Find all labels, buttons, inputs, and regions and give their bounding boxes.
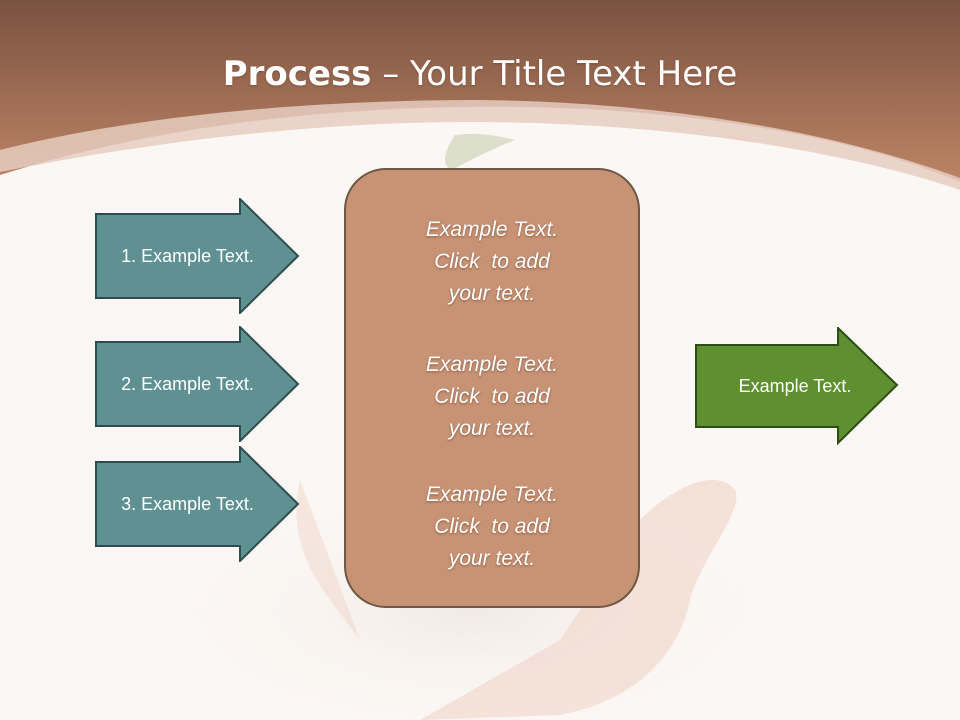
process-line: your text. xyxy=(448,547,536,570)
input-arrow-2[interactable]: 2. Example Text. xyxy=(95,326,300,442)
process-paragraph-3: Example Text. Click to add your text. xyxy=(346,479,638,575)
process-paragraph-1: Example Text. Click to add your text. xyxy=(346,214,638,310)
header-swoosh xyxy=(0,100,960,190)
process-line: Example Text. xyxy=(425,218,559,241)
slide-title: Process – Your Title Text Here xyxy=(0,52,960,96)
process-line: Click to add xyxy=(434,385,550,408)
input-arrow-label-3: 3. Example Text. xyxy=(121,493,254,514)
process-paragraph-2: Example Text. Click to add your text. xyxy=(346,349,638,445)
process-line: Click to add xyxy=(434,515,550,538)
arrow-right-shape-1 xyxy=(95,198,300,314)
input-arrow-label-2: 2. Example Text. xyxy=(121,373,254,394)
arrow-right-shape-2 xyxy=(95,326,300,442)
process-line: Example Text. xyxy=(425,353,559,376)
input-arrow-3[interactable]: 3. Example Text. xyxy=(95,446,300,562)
input-arrow-label-1: 1. Example Text. xyxy=(121,245,254,266)
process-box[interactable]: Example Text. Click to add your text. Exam… xyxy=(344,168,640,608)
title-rest: – Your Title Text Here xyxy=(371,54,738,94)
input-arrow-1[interactable]: 1. Example Text. xyxy=(95,198,300,314)
header-band xyxy=(0,0,960,182)
output-arrow[interactable]: Example Text. xyxy=(695,327,900,445)
arrow-right-shape-output xyxy=(695,327,899,445)
process-line: Click to add xyxy=(434,250,550,273)
output-arrow-label: Example Text. xyxy=(738,375,852,396)
arrow-right-shape-3 xyxy=(95,446,300,562)
process-line: Example Text. xyxy=(425,483,559,506)
process-line: your text. xyxy=(448,417,536,440)
title-bold: Process xyxy=(222,54,372,94)
process-line: your text. xyxy=(448,282,536,305)
